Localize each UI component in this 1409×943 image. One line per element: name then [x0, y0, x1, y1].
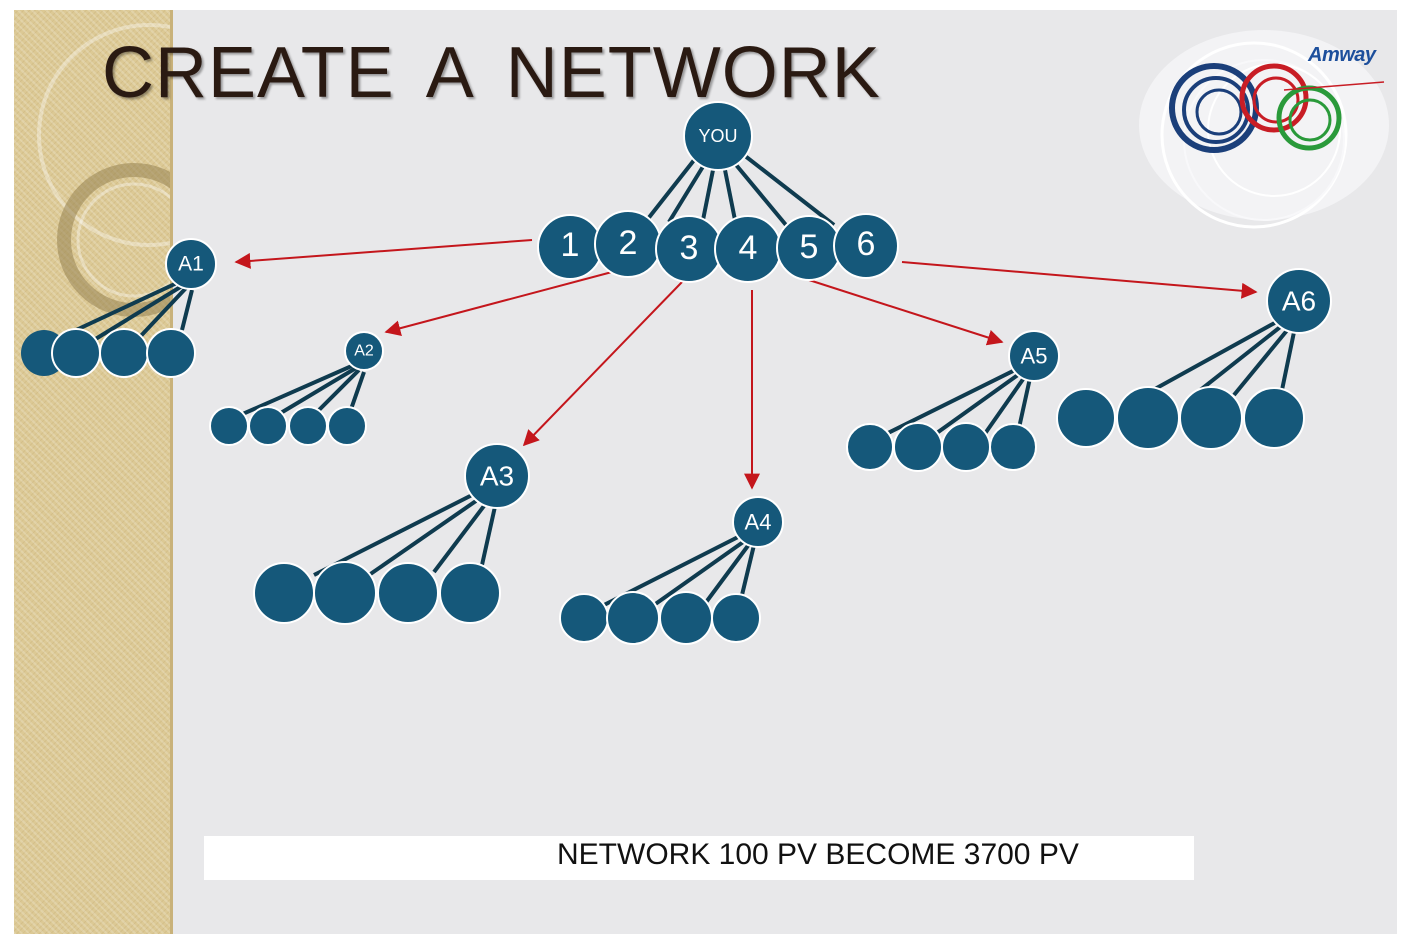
- node-5-label: 5: [800, 228, 819, 266]
- node-a5-label: A5: [1021, 344, 1048, 369]
- node-6-label: 6: [857, 225, 876, 263]
- a5-child-node: [989, 423, 1037, 471]
- node-a2-label: A2: [354, 343, 374, 360]
- group-a1: A1: [21, 238, 217, 378]
- node-a3: [464, 443, 530, 509]
- node-a4-label: A4: [745, 510, 772, 535]
- node-4-label: 4: [739, 229, 758, 267]
- root-connectors: [645, 148, 836, 227]
- caption-text: NETWORK 100 PV BECOME 3700 PV: [557, 838, 1079, 871]
- a3-child-node: [377, 562, 439, 624]
- first-level-nodes: 1 2 3 4 5 6: [537, 210, 899, 283]
- a1-child-node: [146, 328, 196, 378]
- a4-child-node: [606, 591, 660, 645]
- node-a5: [1008, 330, 1060, 382]
- slide: CREATE A NETWORK Amway: [14, 10, 1397, 934]
- a6-child-node: [1056, 388, 1116, 448]
- a4-child-node: [711, 593, 761, 643]
- network-diagram: A1 A2: [21, 101, 1332, 645]
- a3-child-node: [439, 562, 501, 624]
- root-node-group: YOU: [683, 101, 753, 171]
- a2-child-node: [248, 406, 288, 446]
- a2-child-node: [209, 406, 249, 446]
- node-1-label: 1: [561, 226, 580, 264]
- a4-child-node: [559, 593, 609, 643]
- a2-child-node: [288, 406, 328, 446]
- slide-title: CREATE A NETWORK: [102, 33, 881, 113]
- amway-logo-text: Amway: [1308, 44, 1376, 66]
- group-a6: A6: [1056, 268, 1332, 450]
- node-you-label: YOU: [698, 126, 737, 146]
- node-a4: [732, 496, 784, 548]
- group-a4: A4: [559, 496, 784, 645]
- node-a3-label: A3: [480, 461, 514, 492]
- decorative-side-band: [14, 10, 261, 934]
- caption-bar: [204, 836, 1194, 880]
- node-6: [833, 213, 899, 279]
- a6-child-node: [1243, 387, 1305, 449]
- a1-child-node: [51, 328, 101, 378]
- a5-child-node: [941, 422, 991, 472]
- a2-child-node: [327, 406, 367, 446]
- a5-child-node: [846, 423, 894, 471]
- amway-logo-icon: [1139, 30, 1389, 229]
- node-you: [683, 101, 753, 171]
- node-2-label: 2: [619, 224, 638, 262]
- node-a1-label: A1: [178, 253, 204, 276]
- a4-child-node: [659, 591, 713, 645]
- node-a6-label: A6: [1282, 286, 1316, 317]
- group-a3: A3: [253, 443, 530, 625]
- node-a1: [165, 238, 217, 290]
- group-a5: A5: [846, 330, 1060, 472]
- a5-child-node: [893, 422, 943, 472]
- group-a2: A2: [209, 331, 384, 446]
- node-3-label: 3: [680, 229, 699, 267]
- node-a6: [1266, 268, 1332, 334]
- referral-arrows: [234, 239, 1258, 490]
- a6-child-node: [1116, 386, 1180, 450]
- a3-child-node: [253, 562, 315, 624]
- node-a2: [344, 331, 384, 371]
- a6-child-node: [1179, 386, 1243, 450]
- a3-child-node: [313, 561, 377, 625]
- a1-child-node: [99, 328, 149, 378]
